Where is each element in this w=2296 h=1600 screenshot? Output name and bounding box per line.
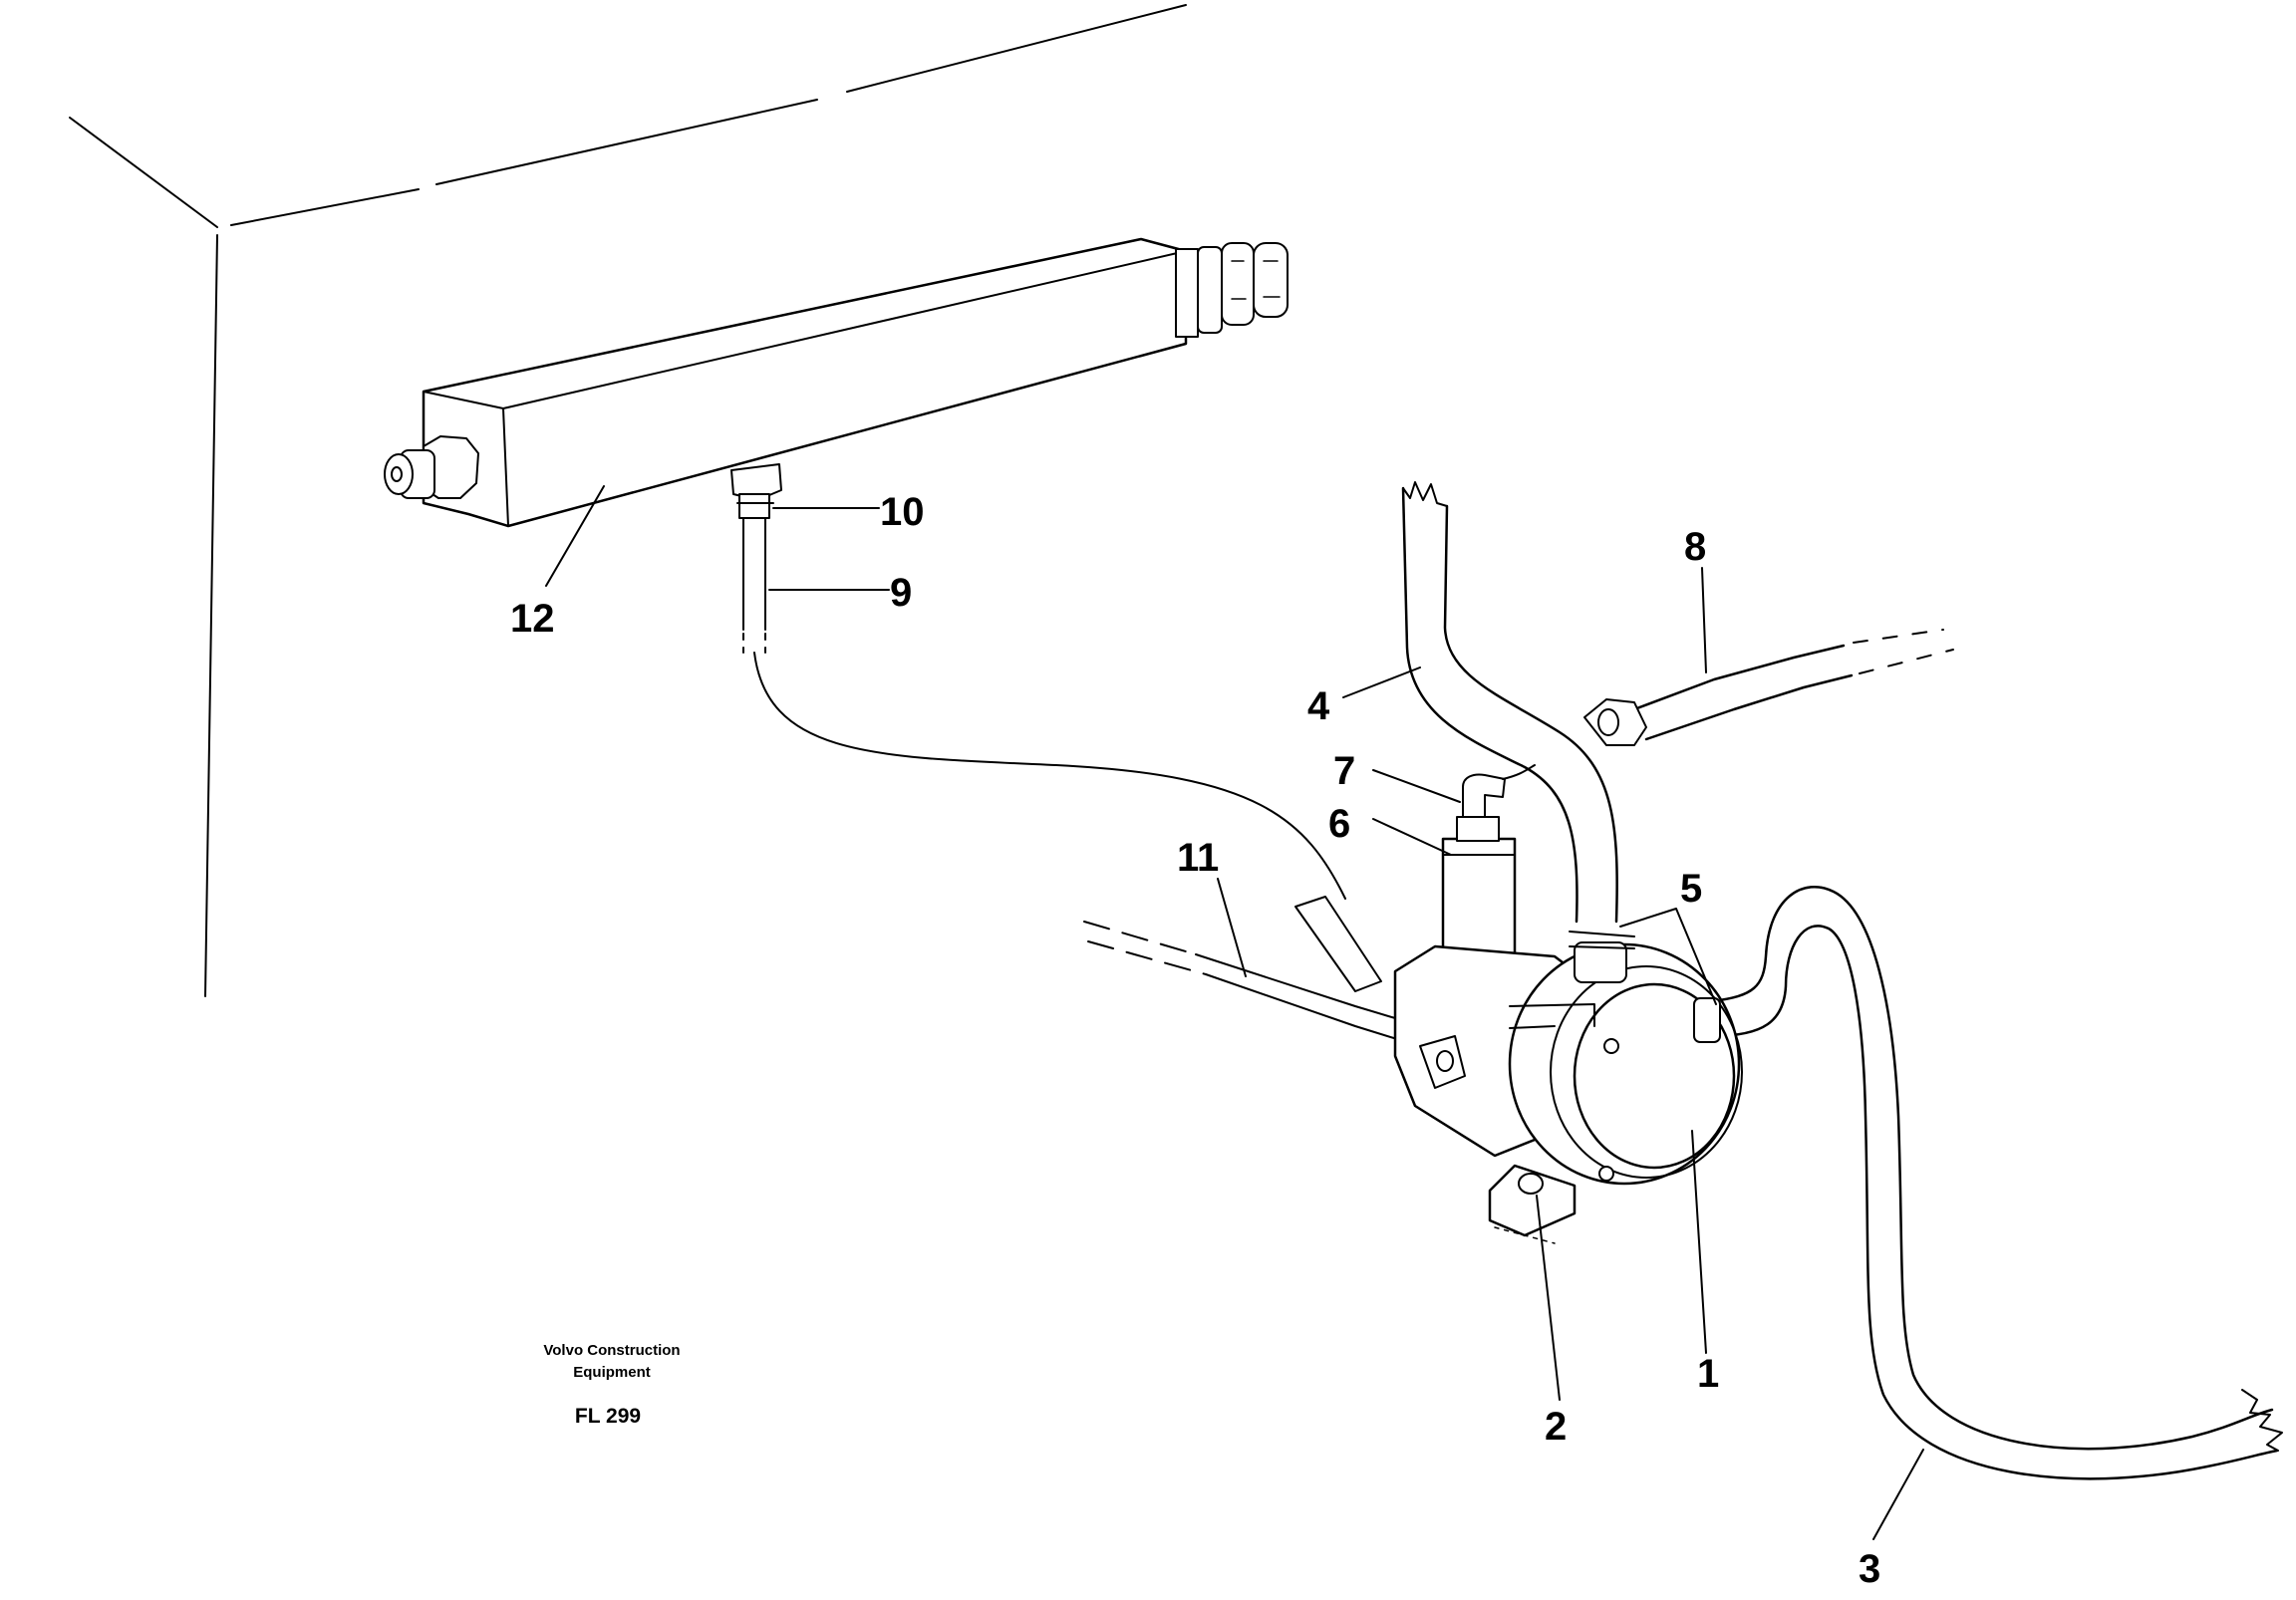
manufacturer-line-2: Equipment	[573, 1364, 651, 1381]
mounting-bracket	[1488, 1164, 1577, 1244]
callout-10: 10	[880, 490, 925, 534]
manufacturer-line-1: Volvo Construction	[543, 1342, 680, 1359]
callout-7: 7	[1333, 749, 1355, 793]
callout-2: 2	[1545, 1405, 1567, 1449]
callout-6: 6	[1328, 802, 1350, 846]
pump-body	[1393, 931, 1743, 1186]
solenoid-valve	[1441, 764, 1536, 970]
callout-3: 3	[1859, 1547, 1880, 1591]
callout-1: 1	[1697, 1352, 1719, 1396]
enclosure-outline	[69, 4, 1187, 997]
callout-11: 11	[1177, 836, 1219, 880]
leader-lines	[545, 485, 1924, 1540]
callout-4: 4	[1307, 684, 1330, 728]
upper-hose	[1401, 481, 1618, 924]
callout-12: 12	[510, 597, 555, 641]
lower-hose	[1710, 886, 2283, 1480]
callout-8: 8	[1684, 525, 1706, 569]
cable	[1083, 921, 1449, 1058]
right-hose	[1583, 629, 1954, 746]
distributor-block	[384, 237, 1289, 528]
pipe-fitting	[736, 493, 774, 654]
callout-9: 9	[890, 571, 912, 615]
figure-code: FL 299	[575, 1405, 641, 1428]
small-pipe	[753, 652, 1382, 992]
callout-5: 5	[1680, 867, 1702, 911]
